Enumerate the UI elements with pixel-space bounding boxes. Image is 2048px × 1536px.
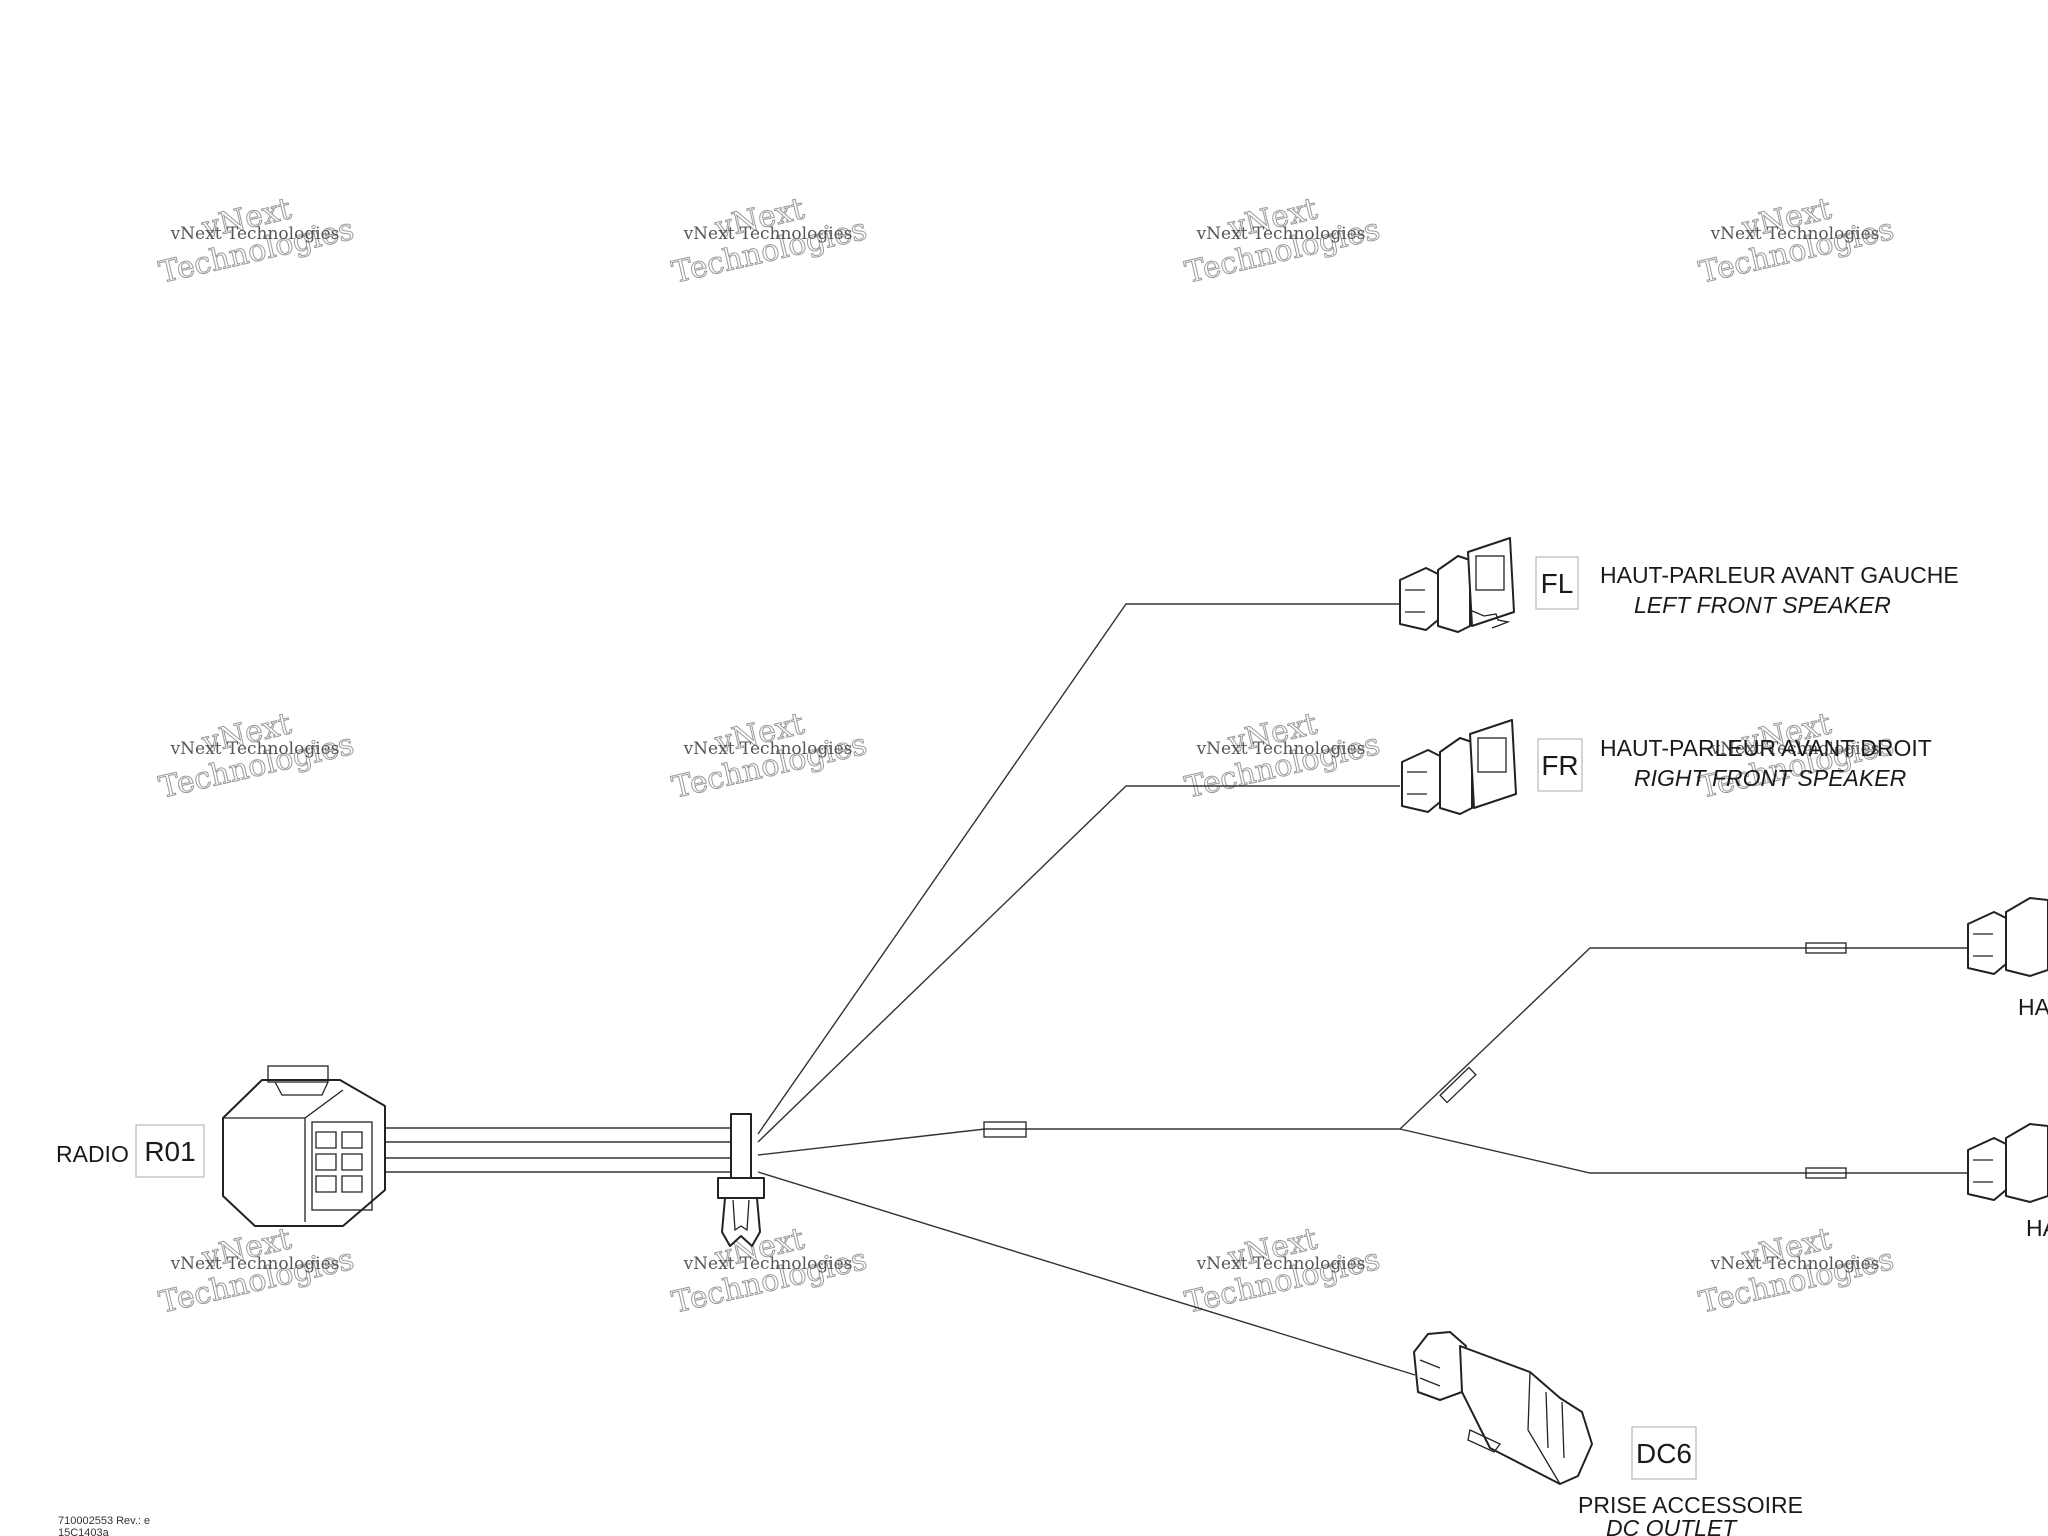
svg-text:vNext Technologies: vNext Technologies xyxy=(1710,224,1880,244)
fr-label-fr: HAUT-PARLEUR AVANT DROIT xyxy=(1600,735,1932,761)
fl-label-fr: HAUT-PARLEUR AVANT GAUCHE xyxy=(1600,562,1959,588)
fr-speaker-connector xyxy=(1401,719,1517,815)
svg-text:vNext Technologies: vNext Technologies xyxy=(1196,224,1366,244)
svg-text:vNext Technologies: vNext Technologies xyxy=(170,1254,340,1274)
svg-text:vNext Technologies: vNext Technologies xyxy=(1196,739,1366,759)
fr-tag: FR xyxy=(1541,750,1578,781)
radio-connector xyxy=(222,1065,386,1227)
svg-text:vNext Technologies: vNext Technologies xyxy=(170,739,340,759)
dc6-label-en: DC OUTLET xyxy=(1606,1515,1738,1536)
fr-label-en: RIGHT FRONT SPEAKER xyxy=(1634,765,1906,791)
fr-tag-box xyxy=(1537,738,1583,792)
harness-wires xyxy=(372,603,1970,1376)
fl-speaker-connector xyxy=(1399,537,1515,633)
dc6-label-fr: PRISE ACCESSOIRE xyxy=(1578,1492,1803,1518)
radio-label: RADIO xyxy=(56,1141,129,1167)
svg-text:vNext Technologies: vNext Technologies xyxy=(1710,739,1880,759)
svg-text:vNext Technologies: vNext Technologies xyxy=(1710,1254,1880,1274)
rear-lower-label: HA xyxy=(2026,1215,2048,1241)
svg-text:vNext Technologies: vNext Technologies xyxy=(683,224,853,244)
fl-tag: FL xyxy=(1541,568,1574,599)
harness-clip xyxy=(717,1113,765,1247)
radio-tag: R01 xyxy=(144,1136,195,1167)
svg-text:vNext Technologies: vNext Technologies xyxy=(1196,1254,1366,1274)
footer-drawing-id: 15C1403a xyxy=(58,1527,110,1536)
fl-tag-box xyxy=(1535,556,1579,610)
dc6-tag-box xyxy=(1631,1426,1697,1480)
fl-label-en: LEFT FRONT SPEAKER xyxy=(1634,592,1891,618)
rear-lower-connector xyxy=(1967,1123,2048,1203)
footer-part-number: 710002553 Rev.: e xyxy=(58,1515,150,1527)
svg-text:vNext Technologies: vNext Technologies xyxy=(170,224,340,244)
dc6-tag: DC6 xyxy=(1636,1438,1692,1469)
rear-upper-connector xyxy=(1967,897,2048,977)
dc6-outlet-connector xyxy=(1413,1331,1593,1485)
svg-text:vNext Technologies: vNext Technologies xyxy=(683,1254,853,1274)
radio-tag-box xyxy=(135,1124,205,1178)
rear-upper-label: HAU xyxy=(2018,994,2048,1020)
svg-text:vNext Technologies: vNext Technologies xyxy=(683,739,853,759)
